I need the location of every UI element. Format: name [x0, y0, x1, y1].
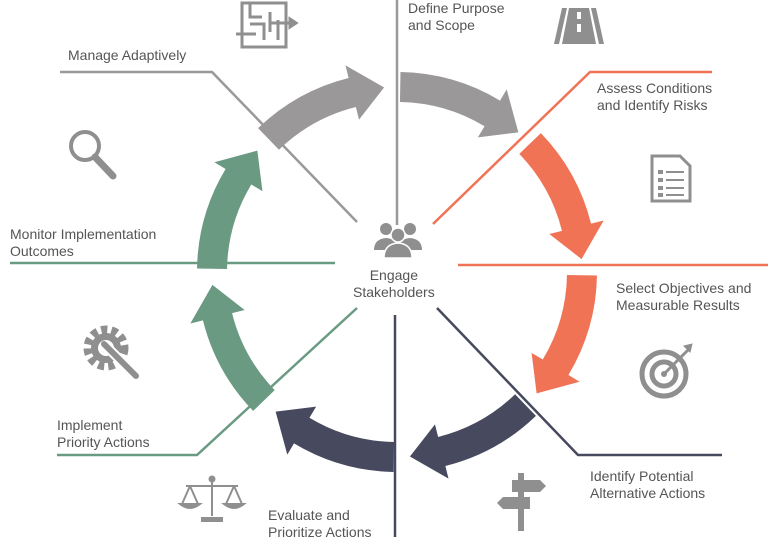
magnifier-icon [69, 130, 117, 180]
cycle-arrow-6 [190, 284, 275, 411]
step-label-monitor-outcomes: Monitor Implementation Outcomes [10, 226, 157, 259]
cycle-arrow-2 [519, 133, 604, 260]
center-label: Engage Stakeholders [353, 267, 435, 300]
balance-scale-icon [177, 475, 247, 522]
leader-line-4 [436, 307, 722, 457]
leader-line-2 [432, 70, 712, 225]
step-label-assess-conditions: Assess Conditions and Identify Risks [597, 80, 713, 113]
leader-lines [10, 0, 768, 537]
step-label-identify-alternatives: Identify Potential Alternative Actions [590, 468, 706, 501]
step-label-implement-actions: Implement Priority Actions [57, 417, 150, 450]
signpost-icon [497, 473, 546, 531]
cycle-arrow-7 [197, 150, 263, 270]
cycle-arrows [190, 65, 604, 479]
step-label-define-purpose: Define Purpose and Scope [408, 0, 505, 33]
step-label-evaluate-prioritize: Evaluate and Prioritize Actions [268, 507, 372, 540]
maze-icon [236, 1, 299, 49]
people-icon [374, 223, 422, 259]
road-icon [554, 8, 604, 44]
leader-line-8 [60, 70, 358, 223]
step-label-manage-adaptively: Manage Adaptively [68, 47, 187, 63]
cycle-arrow-4 [409, 394, 536, 479]
cycle-arrow-8 [258, 65, 385, 150]
gear-wrench-icon [83, 325, 140, 380]
cycle-arrow-3 [531, 274, 597, 394]
cycle-arrow-1 [399, 72, 519, 138]
clipboard-checklist-icon [650, 154, 692, 203]
step-label-select-objectives: Select Objectives and Measurable Results [616, 280, 752, 313]
target-icon [639, 343, 693, 399]
leader-line-6 [57, 307, 358, 457]
cycle-arrow-5 [275, 406, 395, 472]
